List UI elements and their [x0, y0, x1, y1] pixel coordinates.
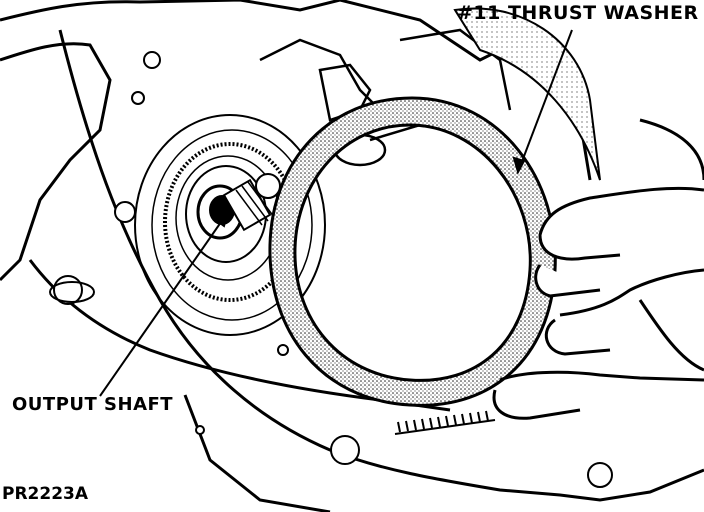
output-shaft	[196, 173, 281, 240]
thrust-washer	[268, 96, 557, 407]
output-shaft-label: OUTPUT SHAFT	[12, 394, 174, 415]
callout-leaders	[99, 29, 573, 397]
case-bolts	[49, 51, 613, 488]
technician-hands	[492, 186, 704, 420]
thrust-washer-label: #11 THRUST WASHER	[457, 2, 699, 24]
figure-code-label: PR2223A	[2, 484, 89, 504]
ring-gear-teeth	[394, 410, 496, 435]
rear-cover-shading	[453, 7, 601, 181]
